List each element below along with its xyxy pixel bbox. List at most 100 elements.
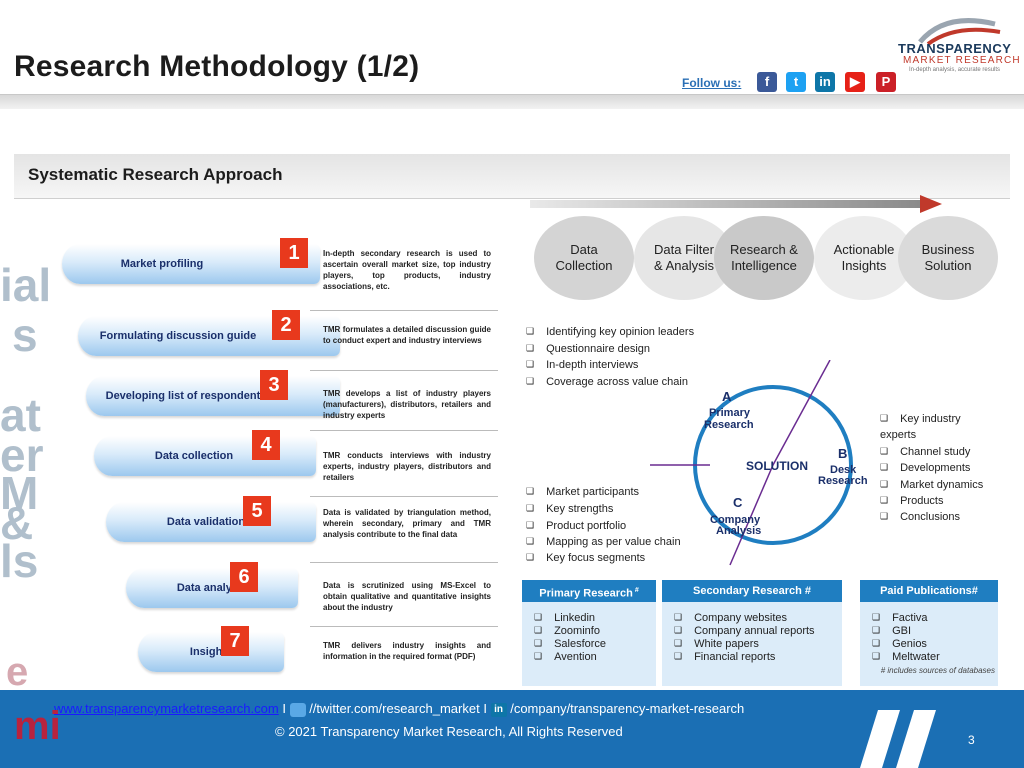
watermark-text: er xyxy=(0,429,44,481)
solution-c-letter: C xyxy=(733,495,743,510)
source-box-title: Secondary Research # xyxy=(692,585,811,597)
process-circle-label: Business xyxy=(921,242,975,257)
step-description: TMR develops a list of industry players … xyxy=(323,389,491,420)
solution-c-label: Company xyxy=(710,514,761,526)
footer-separator: I xyxy=(282,701,286,716)
follow-us-label: Follow us: xyxy=(682,76,742,90)
source-item: Financial reports xyxy=(674,651,775,663)
source-box: Primary Research# LinkedinZoominfoSalesfo… xyxy=(522,580,656,686)
youtube-icon[interactable]: ▶ xyxy=(845,72,865,92)
solution-a-label: Primary xyxy=(709,407,750,419)
bullet-item: Channel study xyxy=(880,446,970,458)
source-box-title: Paid Publications# xyxy=(880,585,978,597)
source-box-header: Primary Research# xyxy=(522,580,656,602)
watermark-text: s xyxy=(12,309,38,361)
funnel-step-label: Data collection xyxy=(154,450,234,462)
process-circle-label: Insights xyxy=(841,258,887,273)
watermark-text: e xyxy=(6,650,29,694)
watermark-text: ial xyxy=(0,259,52,311)
process-circle-label: Collection xyxy=(555,258,613,273)
step-description: Data is scrutinized using MS-Excel to ob… xyxy=(323,581,491,612)
logo-tagline: In-depth analysis, accurate results xyxy=(909,67,1001,73)
source-item: Avention xyxy=(534,651,597,663)
twitter-icon[interactable]: t xyxy=(786,72,806,92)
logo-subtitle: MARKET RESEARCH xyxy=(903,55,1021,66)
logo-name: TRANSPARENCY xyxy=(898,41,1012,56)
footer-stripes-icon xyxy=(860,710,936,768)
bullet-item: Key focus segments xyxy=(526,552,645,564)
linkedin-icon: in xyxy=(490,702,507,717)
step-number-badge: 7 xyxy=(221,626,249,656)
footer-links: www.transparencymarketresearch.com I //t… xyxy=(54,701,744,717)
footer-bar xyxy=(0,690,1024,768)
source-item: GBI xyxy=(872,625,911,637)
process-circle-label: Intelligence xyxy=(731,258,797,273)
process-circle-label: Actionable xyxy=(833,242,895,257)
step-number-badge: 1 xyxy=(280,238,308,268)
process-arrow-icon xyxy=(530,195,942,213)
funnel-step xyxy=(126,568,298,608)
watermark-text: & xyxy=(0,497,34,549)
solution-b-label: Desk xyxy=(830,464,857,476)
source-item: Company websites xyxy=(674,612,787,624)
process-circle-label: Research & xyxy=(730,242,798,257)
source-box-header: Secondary Research # xyxy=(662,580,842,602)
step-description: Data is validated by triangulation metho… xyxy=(323,508,491,539)
solution-diagram xyxy=(650,360,853,566)
title-underline-bar xyxy=(0,94,1024,109)
bullet-item: Coverage across value chain xyxy=(526,376,688,388)
divider xyxy=(310,370,498,371)
step-description: In-depth secondary research is used to a… xyxy=(323,249,491,291)
step-number-badge: 2 xyxy=(272,310,300,340)
source-item: Salesforce xyxy=(534,638,606,650)
bullet-item: Product portfolio xyxy=(526,520,626,532)
funnel-step xyxy=(138,632,284,672)
bullet-item: Key industry experts xyxy=(880,411,990,443)
source-item: Linkedin xyxy=(534,612,595,624)
website-link[interactable]: www.transparencymarketresearch.com xyxy=(54,701,279,716)
process-circle-label: Data Filter xyxy=(654,242,714,257)
page-number: 3 xyxy=(968,733,975,747)
divider xyxy=(310,310,498,311)
funnel-step-label: Formulating discussion guide xyxy=(99,330,257,342)
bullet-item: Market participants xyxy=(526,486,639,498)
watermark-text: mi xyxy=(14,704,61,748)
bullet-item: Questionnaire design xyxy=(526,343,650,355)
facebook-icon[interactable]: f xyxy=(757,72,777,92)
source-box: Secondary Research #Company websitesComp… xyxy=(662,580,842,686)
funnel-step-label: Developing list of respondents xyxy=(105,390,267,402)
bullet-item: Market dynamics xyxy=(880,479,983,491)
source-box-header: Paid Publications# xyxy=(860,580,998,602)
bullet-item: In-depth interviews xyxy=(526,359,638,371)
funnel-step-label: Data validation xyxy=(166,516,246,528)
linkedin-icon[interactable]: in xyxy=(815,72,835,92)
step-number-badge: 6 xyxy=(230,562,258,592)
logo-swoosh-icon xyxy=(918,18,1001,46)
pinterest-icon[interactable]: P xyxy=(876,72,896,92)
funnel-step-label: Market profiling xyxy=(120,258,204,270)
solution-a-letter: A xyxy=(722,389,732,404)
step-number-badge: 4 xyxy=(252,430,280,460)
divider xyxy=(310,496,498,497)
twitter-icon xyxy=(289,702,306,717)
process-circle: Data Filter& Analysis xyxy=(634,216,734,300)
watermark-text: M xyxy=(0,467,39,519)
source-item: Genios xyxy=(872,638,927,650)
bullet-item: Mapping as per value chain xyxy=(526,536,681,548)
linkedin-link[interactable]: /company/transparency-market-research xyxy=(510,701,745,716)
watermark-text: ls xyxy=(0,535,39,587)
copyright-text: © 2021 Transparency Market Research, All… xyxy=(275,724,623,739)
process-circle-label: Data xyxy=(570,242,598,257)
footer-separator: I xyxy=(483,701,487,716)
source-item: White papers xyxy=(674,638,759,650)
solution-b-letter: B xyxy=(838,446,848,461)
funnel-step-label: Insights xyxy=(189,646,233,658)
bullet-item: Conclusions xyxy=(880,511,960,523)
source-item: Zoominfo xyxy=(534,625,600,637)
twitter-link[interactable]: //twitter.com/research_market xyxy=(309,701,480,716)
step-number-badge: 3 xyxy=(260,370,288,400)
step-description: TMR delivers industry insights and infor… xyxy=(323,641,491,661)
